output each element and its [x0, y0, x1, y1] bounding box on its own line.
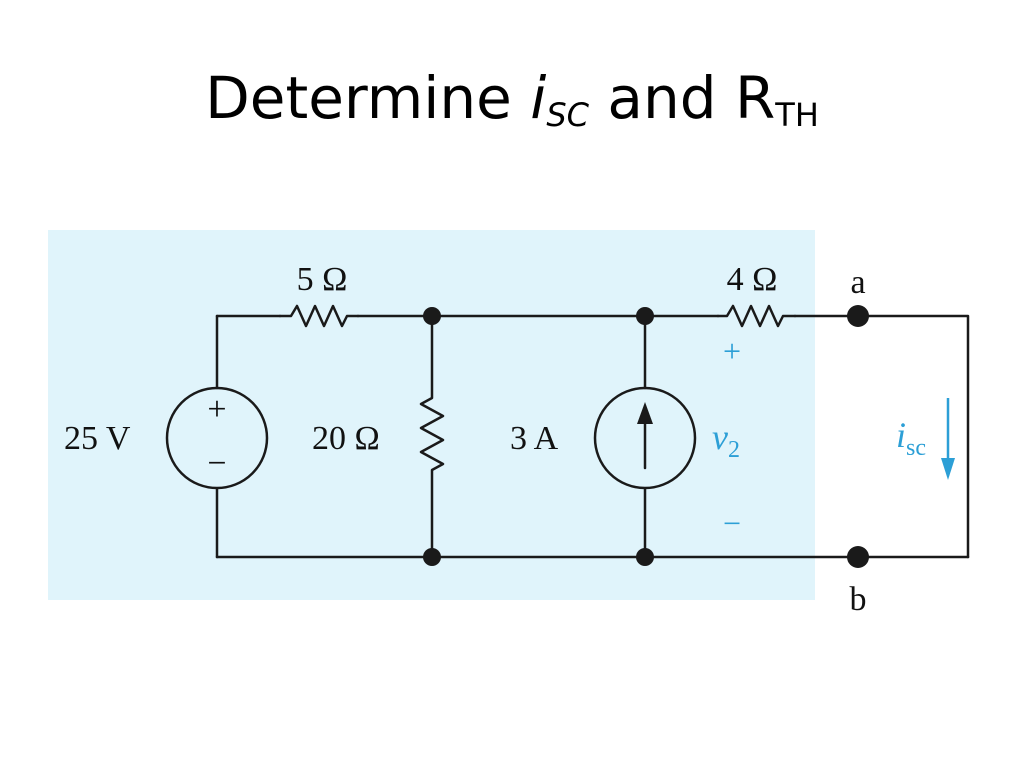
- isc-symbol: i: [896, 415, 906, 455]
- terminal-b-dot: [847, 546, 869, 568]
- terminal-a-label: a: [850, 264, 865, 301]
- resistor-5ohm: [278, 304, 360, 328]
- node-dot: [636, 548, 654, 566]
- v2-plus: +: [723, 333, 741, 369]
- v2-subscript: 2: [728, 437, 740, 463]
- v2-symbol: v: [712, 417, 728, 457]
- isc-label: isc: [896, 415, 926, 461]
- current-source-label: 3 A: [510, 420, 559, 457]
- isc-subscript: sc: [906, 435, 926, 461]
- current-source-arrow-head: [637, 402, 653, 424]
- node-dot: [423, 548, 441, 566]
- v2-label: v2: [712, 417, 740, 463]
- current-source-symbol: [593, 386, 697, 490]
- voltage-source-symbol: [165, 386, 269, 490]
- resistor-5ohm-label: 5 Ω: [297, 261, 348, 298]
- top-wire-right: [793, 314, 970, 559]
- terminal-a-dot: [847, 305, 869, 327]
- slide-title: Determine iSC and RTH: [0, 58, 1024, 155]
- title-mid: and R: [588, 64, 776, 132]
- resistor-4ohm: [716, 304, 797, 328]
- isc-arrow-head: [941, 458, 955, 480]
- node-dot: [636, 307, 654, 325]
- terminal-b-label: b: [850, 581, 867, 614]
- resistor-20ohm-label: 20 Ω: [312, 420, 380, 457]
- title-sc-subscript: SC: [546, 96, 589, 134]
- voltage-source-minus: −: [207, 445, 226, 482]
- title-i: i: [530, 64, 547, 132]
- title-th-subscript: TH: [775, 96, 819, 134]
- title-prefix: Determine: [205, 64, 531, 132]
- node-dot: [423, 307, 441, 325]
- resistor-4ohm-label: 4 Ω: [727, 261, 778, 298]
- circuit-diagram: 25 V + − 5 Ω 20 Ω 3 A 4 Ω a b + − v2 isc: [48, 230, 970, 614]
- voltage-source-label: 25 V: [64, 420, 131, 457]
- v2-minus: −: [723, 505, 741, 541]
- branch-20ohm: [419, 314, 445, 559]
- voltage-source-plus: +: [207, 391, 226, 428]
